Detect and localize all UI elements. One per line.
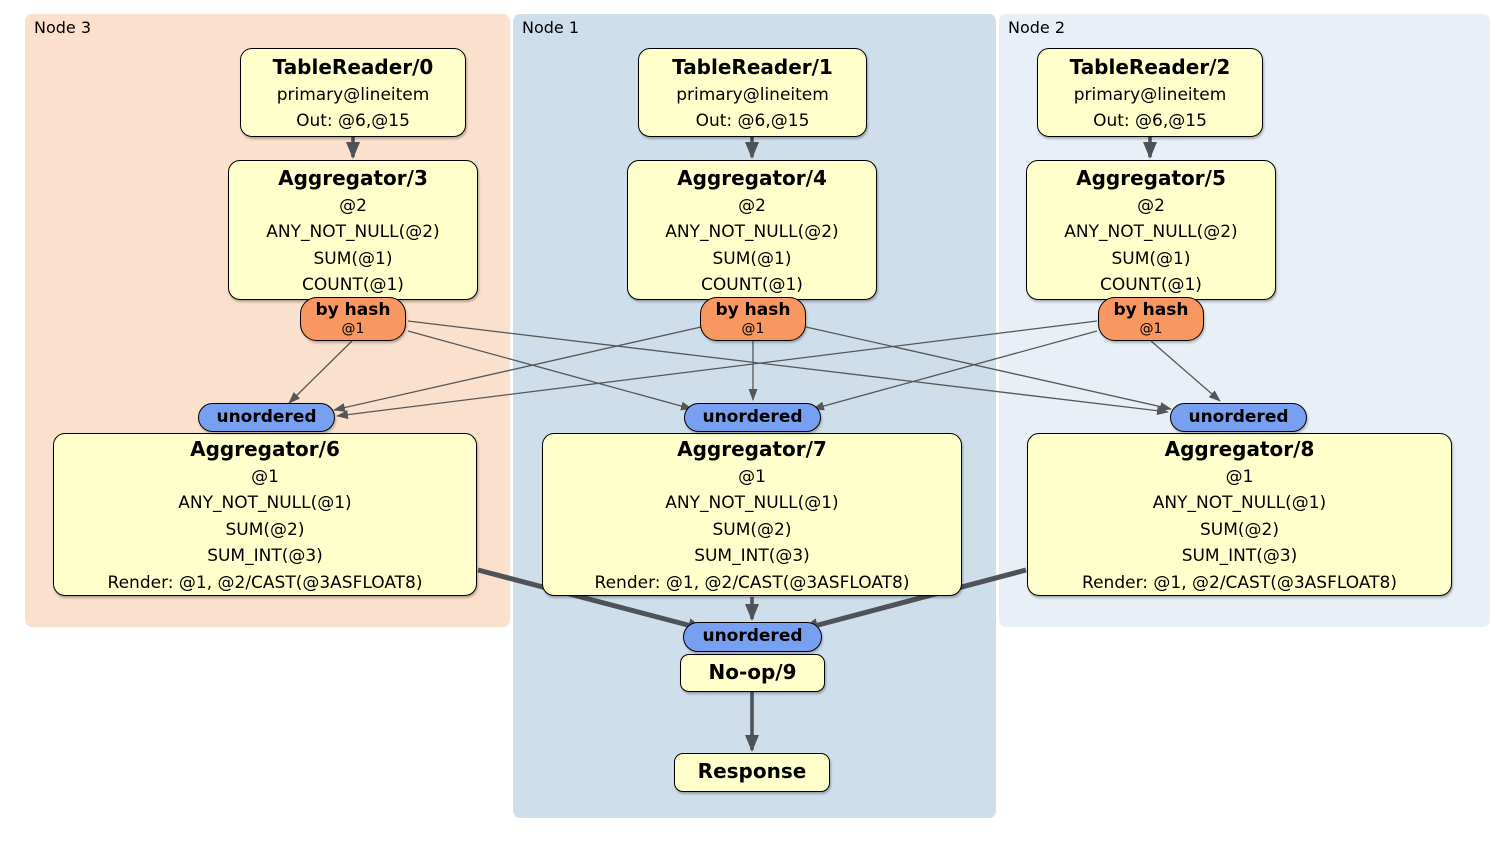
processor-aggregator-6: Aggregator/6 @1 ANY_NOT_NULL(@1) SUM(@2)… — [53, 433, 477, 596]
processor-detail: primary@lineitem — [276, 85, 430, 105]
node-2-label: Node 2 — [1008, 18, 1066, 37]
node-1-label: Node 1 — [522, 18, 580, 37]
processor-detail: @1 — [1225, 467, 1254, 487]
processor-detail: ANY_NOT_NULL(@2) — [266, 222, 440, 243]
processor-detail: SUM(@1) — [313, 248, 393, 269]
processor-title: Aggregator/3 — [278, 166, 428, 190]
processor-detail: @1 — [251, 467, 279, 487]
hash-router-label: by hash — [1113, 300, 1189, 320]
hash-router-label: by hash — [315, 300, 391, 320]
processor-aggregator-8: Aggregator/8 @1 ANY_NOT_NULL(@1) SUM(@2)… — [1027, 433, 1452, 596]
processor-detail: SUM(@2) — [225, 519, 305, 540]
processor-detail: primary@lineitem — [1073, 85, 1227, 105]
processor-detail: Render: @1, @2/CAST(@3ASFLOAT8) — [107, 572, 423, 593]
sync-label: unordered — [216, 407, 317, 427]
processor-detail: @1 — [738, 467, 766, 487]
hash-router-columns: @1 — [741, 321, 765, 337]
processor-detail: COUNT(@1) — [1100, 275, 1202, 296]
processor-detail: COUNT(@1) — [701, 275, 803, 296]
processor-aggregator-3: Aggregator/3 @2 ANY_NOT_NULL(@2) SUM(@1)… — [228, 160, 478, 300]
processor-title: Aggregator/6 — [190, 437, 340, 461]
processor-title: TableReader/0 — [272, 55, 434, 79]
processor-detail: @2 — [339, 196, 367, 216]
unordered-sync-0: unordered — [198, 403, 335, 432]
processor-detail: ANY_NOT_NULL(@1) — [665, 493, 839, 514]
processor-title: TableReader/1 — [672, 55, 833, 79]
processor-detail: SUM_INT(@3) — [1181, 546, 1298, 567]
hash-router-0: by hash @1 — [300, 297, 406, 341]
processor-detail: SUM(@1) — [712, 248, 792, 269]
processor-detail: Render: @1, @2/CAST(@3ASFLOAT8) — [1082, 572, 1397, 593]
unordered-sync-2: unordered — [1170, 403, 1307, 432]
processor-title: Aggregator/4 — [677, 166, 827, 190]
processor-detail: Out: @6,@15 — [1093, 111, 1207, 132]
processor-detail: ANY_NOT_NULL(@1) — [1152, 493, 1327, 514]
sync-label: unordered — [1188, 407, 1289, 427]
processor-title: Aggregator/7 — [677, 437, 827, 461]
processor-detail: SUM_INT(@3) — [694, 546, 810, 567]
processor-noop-9: No-op/9 — [680, 654, 825, 692]
processor-detail: SUM(@2) — [1200, 519, 1279, 540]
processor-detail: SUM_INT(@3) — [207, 546, 323, 567]
processor-aggregator-4: Aggregator/4 @2 ANY_NOT_NULL(@2) SUM(@1)… — [627, 160, 877, 300]
processor-aggregator-5: Aggregator/5 @2 ANY_NOT_NULL(@2) SUM(@1)… — [1026, 160, 1276, 300]
processor-detail: ANY_NOT_NULL(@2) — [1064, 222, 1238, 243]
processor-detail: Out: @6,@15 — [695, 111, 810, 132]
processor-title: No-op/9 — [708, 660, 797, 684]
sync-label: unordered — [702, 626, 803, 646]
processor-detail: Out: @6,@15 — [296, 111, 410, 132]
processor-detail: primary@lineitem — [676, 85, 829, 105]
processor-aggregator-7: Aggregator/7 @1 ANY_NOT_NULL(@1) SUM(@2)… — [542, 433, 962, 596]
processor-detail: SUM(@1) — [1111, 248, 1191, 269]
processor-detail: @2 — [738, 196, 766, 216]
processor-detail: Render: @1, @2/CAST(@3ASFLOAT8) — [594, 572, 910, 593]
processor-detail: SUM(@2) — [712, 519, 792, 540]
hash-router-columns: @1 — [341, 321, 365, 337]
processor-detail: COUNT(@1) — [302, 275, 404, 296]
hash-router-2: by hash @1 — [1098, 297, 1204, 341]
processor-table-reader-1: TableReader/1 primary@lineitem Out: @6,@… — [638, 48, 867, 137]
hash-router-1: by hash @1 — [700, 297, 806, 341]
processor-title: Aggregator/5 — [1076, 166, 1226, 190]
processor-detail: ANY_NOT_NULL(@1) — [178, 493, 352, 514]
sync-label: unordered — [702, 407, 803, 427]
final-unordered-sync: unordered — [683, 622, 822, 652]
processor-detail: @2 — [1137, 196, 1165, 216]
processor-table-reader-0: TableReader/0 primary@lineitem Out: @6,@… — [240, 48, 466, 137]
processor-title: Response — [697, 759, 807, 783]
hash-router-columns: @1 — [1139, 321, 1163, 337]
hash-router-label: by hash — [715, 300, 791, 320]
processor-response: Response — [674, 753, 830, 792]
processor-detail: ANY_NOT_NULL(@2) — [665, 222, 839, 243]
processor-title: Aggregator/8 — [1164, 437, 1315, 461]
processor-table-reader-2: TableReader/2 primary@lineitem Out: @6,@… — [1037, 48, 1263, 137]
node-3-label: Node 3 — [34, 18, 92, 37]
unordered-sync-1: unordered — [684, 403, 821, 432]
processor-title: TableReader/2 — [1069, 55, 1231, 79]
